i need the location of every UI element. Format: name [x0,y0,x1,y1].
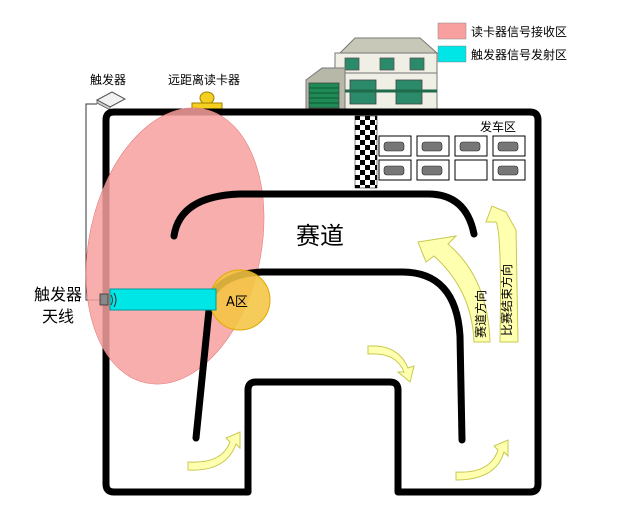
track-upper-curve [170,190,478,240]
track-direction-arrow [417,235,491,343]
building-icon [305,37,439,111]
trigger-device-icon [95,91,127,111]
start-area [354,115,526,189]
legend: 读卡器信号接收区 触发器信号发射区 [437,22,567,63]
end-direction-arrow [485,205,519,343]
curve-arrow-lower-right [455,439,509,481]
antenna-icon [99,292,117,308]
end-direction-label: 比赛结束方向 [499,264,514,336]
track-label: 赛道 [296,222,344,250]
reader-reception-zone [85,107,265,385]
legend-label-emit: 触发器信号发射区 [471,47,567,62]
car-icons [383,141,519,176]
trigger-emission-zone [109,288,217,311]
zone-a-label: A区 [226,295,248,310]
legend-label-receive: 读卡器信号接收区 [471,24,567,39]
reader-icon [191,91,223,110]
antenna-label-line1: 触发器 [34,285,82,304]
track-direction-label: 赛道方向 [473,290,488,338]
legend-swatch-emit [437,45,467,63]
curve-arrow-lower-left [187,431,241,471]
antenna-label-line2: 天线 [42,307,74,326]
legend-swatch-receive [437,22,467,40]
track-outer-boundary [102,108,542,496]
trigger-label: 触发器 [90,72,126,87]
curve-arrow-middle [367,345,415,383]
reader-label: 远距离读卡器 [168,72,240,87]
start-area-label: 发车区 [480,119,516,134]
